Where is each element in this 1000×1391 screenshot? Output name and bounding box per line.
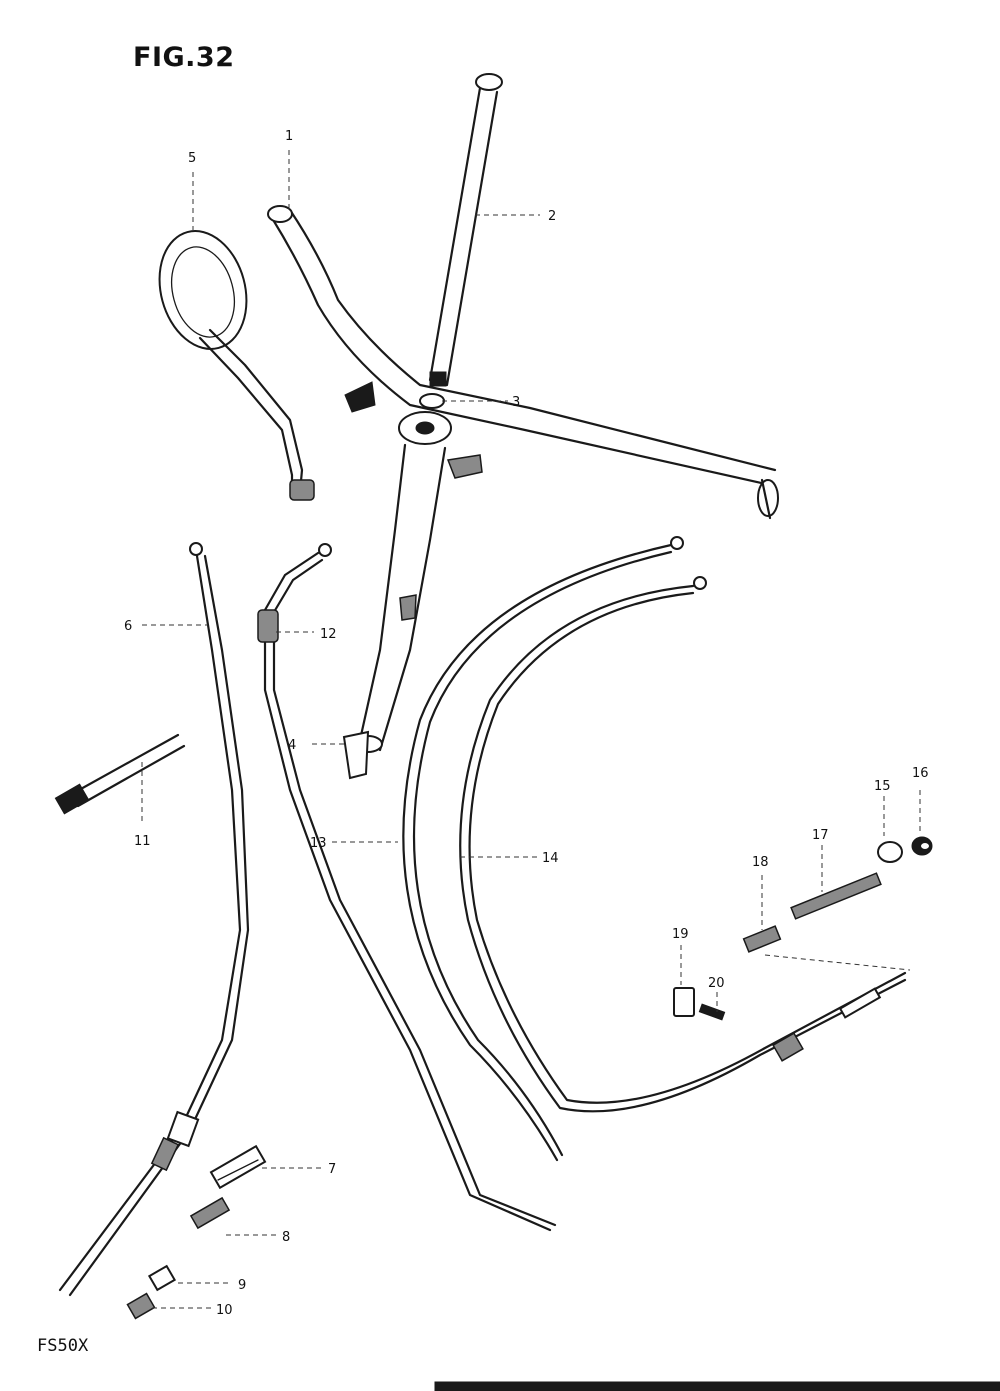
callout-3: 3 bbox=[512, 395, 520, 410]
callout-7: 7 bbox=[328, 1162, 336, 1177]
figure-title: FIG.32 bbox=[133, 42, 235, 73]
callout-16: 16 bbox=[912, 766, 929, 781]
adjuster-parts bbox=[126, 1144, 267, 1320]
throttle-rod-part bbox=[428, 73, 503, 387]
callout-8: 8 bbox=[282, 1230, 290, 1245]
callout-4: 4 bbox=[288, 738, 296, 753]
callout-9: 9 bbox=[238, 1278, 246, 1293]
callout-10: 10 bbox=[216, 1303, 233, 1318]
callout-1: 1 bbox=[285, 129, 293, 144]
wedge-part bbox=[342, 730, 370, 780]
callout-6: 6 bbox=[124, 619, 132, 634]
throttle-cable-part bbox=[257, 543, 557, 1232]
mirror-part bbox=[158, 230, 315, 501]
clutch-cable-part bbox=[58, 542, 250, 1297]
callout-18: 18 bbox=[752, 855, 769, 870]
callout-13: 13 bbox=[310, 836, 327, 851]
brake-cable-outer-part bbox=[402, 536, 684, 1162]
callout-17: 17 bbox=[812, 828, 829, 843]
callout-14: 14 bbox=[542, 851, 559, 866]
callout-5: 5 bbox=[188, 151, 196, 166]
model-code: FS50X bbox=[37, 1336, 89, 1356]
leader-lines bbox=[141, 150, 921, 1309]
callout-20: 20 bbox=[708, 976, 725, 991]
cable-hardware-parts bbox=[673, 836, 933, 1021]
callout-11: 11 bbox=[134, 834, 151, 849]
washer-part bbox=[419, 393, 445, 409]
callout-15: 15 bbox=[874, 779, 891, 794]
adjuster-bolt-part bbox=[54, 733, 186, 815]
bottom-rule bbox=[434, 1381, 1000, 1391]
brake-cable-inner-part bbox=[459, 576, 907, 1113]
callout-2: 2 bbox=[548, 209, 556, 224]
handlebar-part bbox=[267, 205, 779, 753]
callout-labels: 1 2 3 4 5 6 7 8 9 10 11 12 13 14 15 16 1… bbox=[124, 129, 929, 1318]
callout-19: 19 bbox=[672, 927, 689, 942]
callout-12: 12 bbox=[320, 627, 337, 642]
